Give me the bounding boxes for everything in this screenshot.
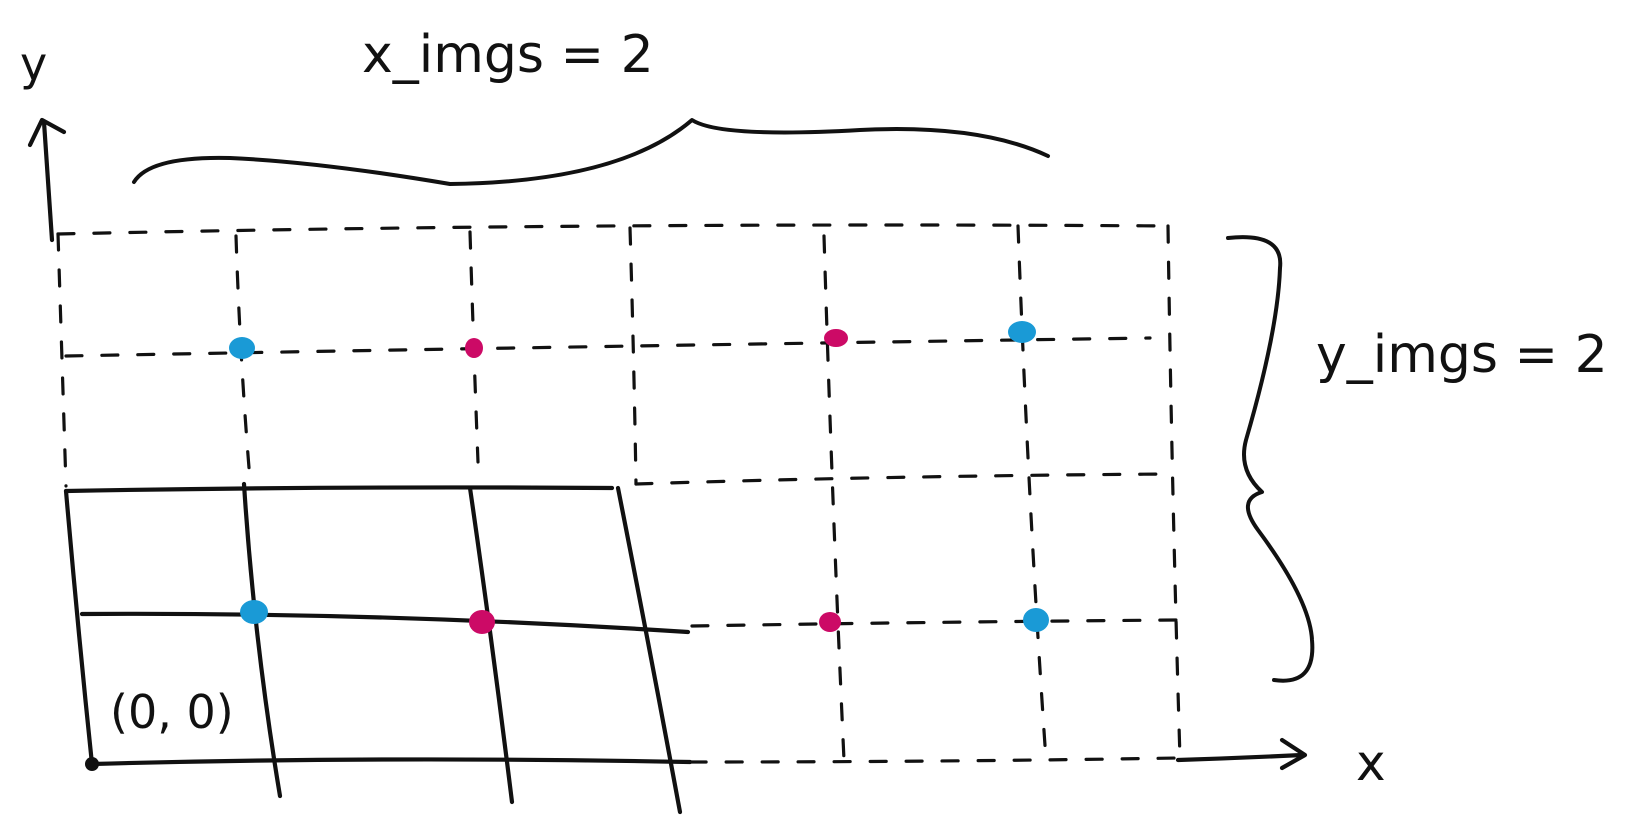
dashed-grid-col1-upper	[234, 234, 252, 482]
y-axis-line	[41, 119, 55, 243]
y-imgs-brace	[1226, 235, 1315, 683]
y-imgs-label: y_imgs = 2	[1316, 325, 1608, 385]
solid-grid-col1	[241, 481, 283, 799]
dashed-grid-right-line	[1166, 224, 1182, 760]
dashed-grid-col4	[1016, 224, 1048, 762]
dashed-grid-top-line	[56, 223, 1172, 236]
dashed-grid-row3	[690, 618, 1182, 628]
solid-grid-right-line	[615, 485, 683, 815]
x-imgs-brace	[132, 118, 1050, 186]
blue-point	[240, 600, 268, 624]
origin-label: (0, 0)	[110, 685, 234, 739]
dashed-grid-mid-line	[634, 472, 1172, 486]
y-axis-arrowhead	[27, 117, 67, 148]
x-axis-arrowhead	[1279, 737, 1308, 771]
solid-grid-col2	[467, 485, 515, 805]
x-axis-label: x	[1356, 734, 1386, 792]
dashed-grid	[56, 223, 1182, 764]
solid-grid-bottom-line	[89, 757, 693, 767]
magenta-point	[465, 338, 483, 358]
dashed-grid-left-upper	[56, 232, 68, 488]
blue-point	[1008, 321, 1036, 343]
magenta-point	[824, 329, 848, 347]
solid-grid-mid-line	[79, 611, 691, 635]
y-axis-label: y	[20, 37, 47, 91]
x-axis-line	[1175, 752, 1305, 763]
dashed-grid-col3	[822, 234, 846, 762]
blue-point	[229, 337, 255, 359]
points	[229, 321, 1049, 634]
dashed-grid-bottom-line	[688, 756, 1180, 764]
dashed-grid-mid-col-upper	[628, 226, 638, 486]
solid-grid-left-line	[63, 488, 95, 767]
axes	[27, 117, 1308, 771]
solid-grid	[63, 481, 693, 815]
dashed-grid-row1	[64, 336, 1152, 358]
magenta-point	[819, 612, 841, 632]
solid-grid-top-line	[63, 485, 615, 494]
blue-point	[1023, 608, 1049, 632]
x-imgs-label: x_imgs = 2	[362, 25, 654, 85]
magenta-point	[469, 610, 495, 634]
